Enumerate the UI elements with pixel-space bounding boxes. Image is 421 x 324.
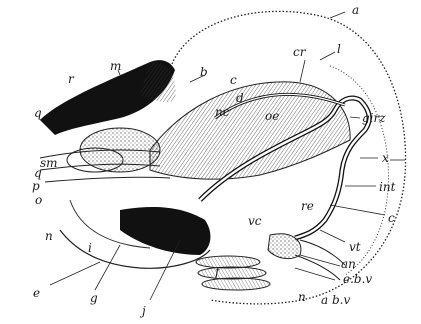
label-d: d: [236, 92, 244, 104]
label-vt: vt: [349, 241, 361, 253]
label-l: l: [337, 43, 341, 55]
label-vc: vc: [248, 215, 262, 227]
label-cr: cr: [293, 46, 305, 58]
label-abv: a b.v: [321, 294, 350, 306]
label-x: x: [382, 152, 389, 164]
label-g: g: [90, 292, 98, 304]
label-an: an: [341, 258, 356, 270]
label-o: o: [35, 194, 42, 206]
label-sm: sm: [40, 157, 58, 169]
label-oe: oe: [265, 110, 279, 122]
label-j: j: [142, 305, 146, 317]
label-n-bottom: n: [298, 291, 306, 303]
label-ebv: e.b.v: [343, 273, 372, 285]
label-e: e: [33, 287, 40, 299]
label-q-mid: q: [34, 167, 42, 179]
label-r: r: [68, 73, 74, 85]
egg-organs: [196, 256, 270, 290]
label-c-right: c: [388, 212, 395, 224]
label-p: p: [32, 180, 40, 192]
label-n-left: n: [45, 230, 53, 242]
label-m: m: [110, 60, 121, 72]
label-girz: girz: [362, 112, 386, 124]
label-a: a: [352, 4, 359, 16]
label-nc: nc: [215, 106, 229, 118]
label-int: int: [379, 181, 395, 193]
label-f: f: [215, 266, 219, 278]
label-b: b: [200, 66, 208, 78]
label-q-top: q: [34, 107, 42, 119]
foot-dark-mass: [120, 207, 210, 255]
label-i: i: [88, 242, 92, 254]
label-re: re: [301, 200, 314, 212]
label-c-top: c: [230, 74, 237, 86]
